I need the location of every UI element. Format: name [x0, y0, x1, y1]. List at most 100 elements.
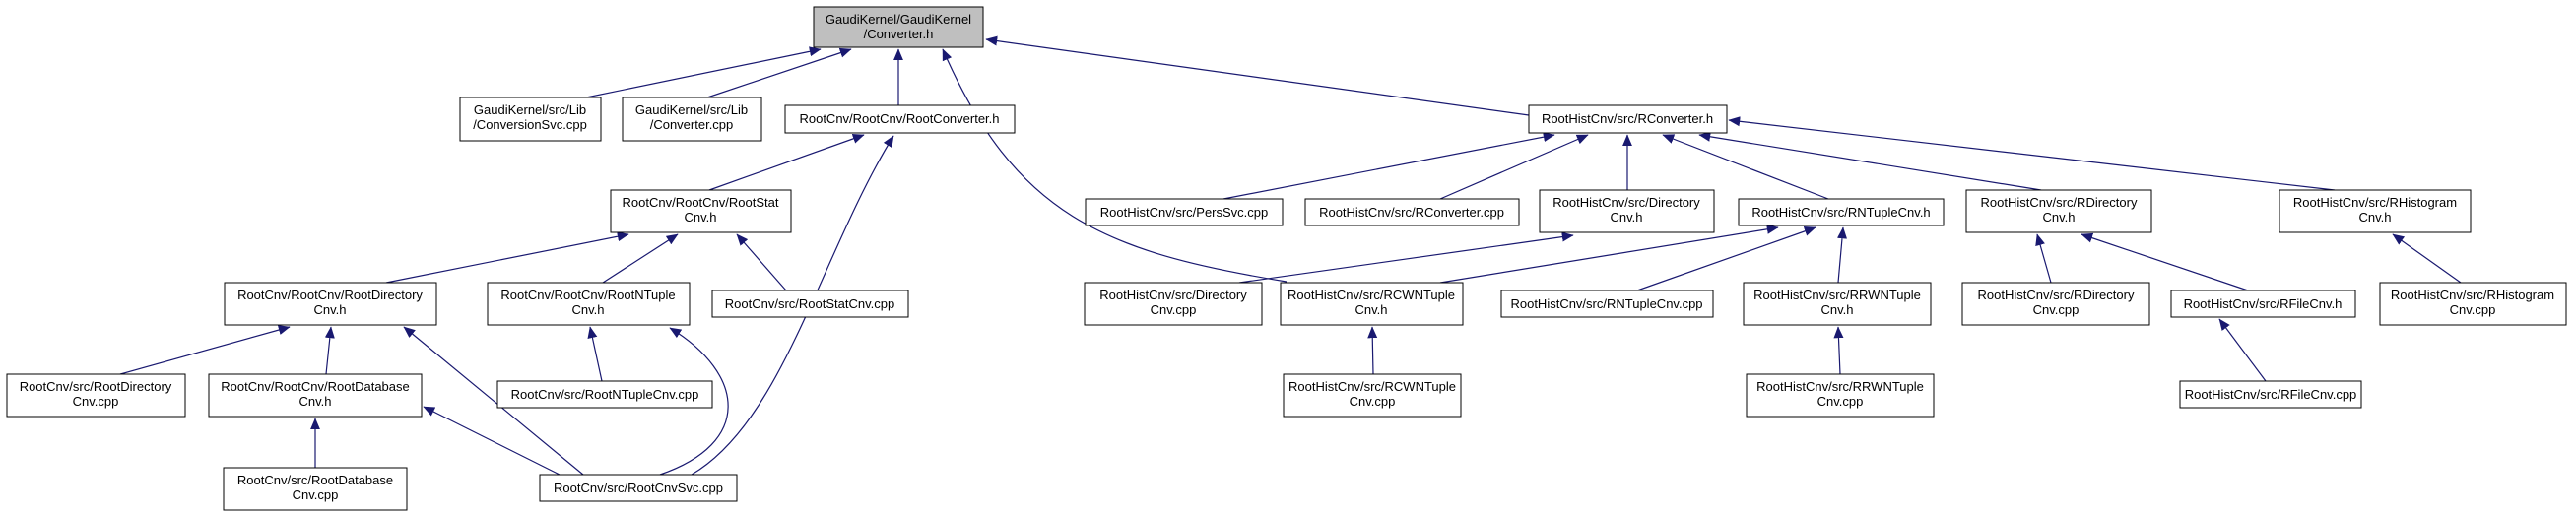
- node-rootntuplecnv-cpp[interactable]: RootCnv/src/RootNTupleCnv.cpp: [496, 380, 713, 409]
- svg-text:RootCnv/src/RootCnvSvc.cpp: RootCnv/src/RootCnvSvc.cpp: [554, 481, 723, 495]
- edge-rootntuplecnv_h--rootstatcnv_h: [602, 233, 679, 284]
- svg-text:Cnv.cpp: Cnv.cpp: [293, 487, 339, 502]
- svg-text:GaudiKernel/src/Lib: GaudiKernel/src/Lib: [635, 102, 748, 117]
- svg-text:RootHistCnv/src/RNTupleCnv.h: RootHistCnv/src/RNTupleCnv.h: [1751, 205, 1930, 220]
- svg-text:Cnv.cpp: Cnv.cpp: [2033, 302, 2080, 317]
- svg-text:Cnv.h: Cnv.h: [685, 210, 717, 225]
- node-rcwntuplecnv-h[interactable]: RootHistCnv/src/RCWNTuple Cnv.h: [1280, 282, 1464, 326]
- node-rootdirectorycnv-cpp[interactable]: RootCnv/src/RootDirectory Cnv.cpp: [6, 373, 186, 418]
- svg-text:RootHistCnv/src/RConverter.h: RootHistCnv/src/RConverter.h: [1542, 111, 1713, 126]
- node-directorycnv-cpp[interactable]: RootHistCnv/src/Directory Cnv.cpp: [1084, 282, 1263, 326]
- edge-rntuplecnv_h--rconverter_h: [1662, 134, 1829, 200]
- svg-text:RootHistCnv/src/RDirectory: RootHistCnv/src/RDirectory: [1981, 195, 2138, 210]
- edge-rootdirectorycnv_h--rootstatcnv_h: [385, 231, 629, 284]
- node-converter-h[interactable]: GaudiKernel/GaudiKernel /Converter.h: [813, 6, 984, 48]
- node-converter-cpp[interactable]: GaudiKernel/src/Lib /Converter.cpp: [622, 97, 762, 142]
- svg-text:Cnv.cpp: Cnv.cpp: [1350, 394, 1396, 409]
- node-rdirectorycnv-h[interactable]: RootHistCnv/src/RDirectory Cnv.h: [1965, 189, 2152, 233]
- node-rrwntuplecnv-h[interactable]: RootHistCnv/src/RRWNTuple Cnv.h: [1743, 282, 1932, 326]
- node-rfilecnv-h[interactable]: RootHistCnv/src/RFileCnv.h: [2170, 290, 2356, 318]
- node-rfilecnv-cpp[interactable]: RootHistCnv/src/RFileCnv.cpp: [2179, 380, 2362, 409]
- svg-text:GaudiKernel/src/Lib: GaudiKernel/src/Lib: [474, 102, 586, 117]
- node-rootdatabasecnv-cpp[interactable]: RootCnv/src/RootDatabase Cnv.cpp: [223, 467, 408, 511]
- edge-rrwntuplecnv_cpp--rrwntuplecnv_h: [1833, 326, 1844, 375]
- svg-text:RootCnv/RootCnv/RootConverter.: RootCnv/RootCnv/RootConverter.h: [799, 111, 999, 126]
- node-rrwntuplecnv-cpp[interactable]: RootHistCnv/src/RRWNTuple Cnv.cpp: [1746, 373, 1935, 418]
- edge-rootcnvsvc_cpp--rootconverter_h: [691, 135, 894, 476]
- node-directorycnv-h[interactable]: RootHistCnv/src/Directory Cnv.h: [1539, 189, 1715, 233]
- svg-text:/Converter.h: /Converter.h: [864, 27, 934, 41]
- svg-text:RootHistCnv/src/Directory: RootHistCnv/src/Directory: [1552, 195, 1700, 210]
- edge-rootcnvsvc_cpp--rootdatabasecnv_h: [423, 406, 561, 476]
- node-rcwntuplecnv-cpp[interactable]: RootHistCnv/src/RCWNTuple Cnv.cpp: [1283, 373, 1462, 418]
- svg-text:RootCnv/RootCnv/RootDirectory: RootCnv/RootCnv/RootDirectory: [237, 288, 423, 302]
- svg-text:RootHistCnv/src/RRWNTuple: RootHistCnv/src/RRWNTuple: [1753, 288, 1921, 302]
- svg-text:RootCnv/RootCnv/RootStat: RootCnv/RootCnv/RootStat: [623, 195, 779, 210]
- edge-rdirectorycnv_cpp--rdirectorycnv_h: [2035, 233, 2052, 284]
- edge-rootcnvsvc_cpp--rootntuplecnv_h: [659, 327, 729, 476]
- edge-rootstatcnv_cpp--rootstatcnv_h: [736, 233, 787, 291]
- svg-text:RootCnv/src/RootNTupleCnv.cpp: RootCnv/src/RootNTupleCnv.cpp: [511, 387, 699, 402]
- edge-rootdatabasecnv_h--rootdirectorycnv_h: [324, 326, 335, 375]
- edge-rcwntuplecnv_h--rntuplecnv_h: [1439, 224, 1779, 284]
- svg-text:RootHistCnv/src/PersSvc.cpp: RootHistCnv/src/PersSvc.cpp: [1100, 205, 1269, 220]
- edge-rcwntuplecnv_h--converter_h: [942, 48, 1288, 283]
- svg-text:Cnv.h: Cnv.h: [572, 302, 605, 317]
- svg-text:RootCnv/src/RootDatabase: RootCnv/src/RootDatabase: [237, 473, 393, 487]
- svg-text:Cnv.h: Cnv.h: [1355, 302, 1388, 317]
- node-rntuplecnv-h[interactable]: RootHistCnv/src/RNTupleCnv.h: [1738, 198, 1945, 226]
- node-rhistogramcnv-h[interactable]: RootHistCnv/src/RHistogram Cnv.h: [2279, 189, 2472, 233]
- node-rootstatcnv-cpp[interactable]: RootCnv/src/RootStatCnv.cpp: [711, 290, 909, 318]
- edge-conversionsvc_cpp--converter_h: [585, 46, 822, 98]
- edge-rhistogramcnv_h--rconverter_h: [1728, 116, 2336, 191]
- node-rconverter-cpp[interactable]: RootHistCnv/src/RConverter.cpp: [1304, 198, 1520, 226]
- svg-text:Cnv.cpp: Cnv.cpp: [73, 394, 119, 409]
- svg-text:Cnv.h: Cnv.h: [1821, 302, 1854, 317]
- edge-directorycnv_cpp--directorycnv_h: [1238, 231, 1574, 284]
- node-perssvc-cpp[interactable]: RootHistCnv/src/PersSvc.cpp: [1085, 198, 1284, 226]
- node-rntuplecnv-cpp[interactable]: RootHistCnv/src/RNTupleCnv.cpp: [1500, 290, 1714, 318]
- node-rootntuplecnv-h[interactable]: RootCnv/RootCnv/RootNTuple Cnv.h: [487, 282, 691, 326]
- svg-text:RootCnv/src/RootStatCnv.cpp: RootCnv/src/RootStatCnv.cpp: [725, 296, 894, 311]
- svg-text:RootCnv/RootCnv/RootDatabase: RootCnv/RootCnv/RootDatabase: [221, 379, 410, 394]
- svg-text:RootCnv/src/RootDirectory: RootCnv/src/RootDirectory: [20, 379, 172, 394]
- svg-text:Cnv.h: Cnv.h: [299, 394, 332, 409]
- node-rootcnvsvc-cpp[interactable]: RootCnv/src/RootCnvSvc.cpp: [539, 474, 738, 502]
- edges: [119, 35, 2462, 476]
- svg-text:RootHistCnv/src/RNTupleCnv.cpp: RootHistCnv/src/RNTupleCnv.cpp: [1510, 296, 1702, 311]
- svg-text:RootHistCnv/src/RFileCnv.cpp: RootHistCnv/src/RFileCnv.cpp: [2185, 387, 2357, 402]
- svg-text:Cnv.cpp: Cnv.cpp: [1817, 394, 1864, 409]
- svg-text:/ConversionSvc.cpp: /ConversionSvc.cpp: [473, 117, 587, 132]
- node-conversionsvc-cpp[interactable]: GaudiKernel/src/Lib /ConversionSvc.cpp: [459, 97, 602, 142]
- edge-rconverter_cpp--rconverter_h: [1439, 134, 1589, 200]
- node-rootconverter-h[interactable]: RootCnv/RootCnv/RootConverter.h: [784, 104, 1016, 134]
- node-rconverter-h[interactable]: RootHistCnv/src/RConverter.h: [1528, 104, 1728, 134]
- svg-text:RootHistCnv/src/RCWNTuple: RootHistCnv/src/RCWNTuple: [1288, 379, 1456, 394]
- edge-converter_cpp--converter_h: [706, 47, 852, 98]
- edge-rconverter_h--converter_h: [985, 35, 1530, 116]
- edge-rfilecnv_cpp--rfilecnv_h: [2218, 318, 2267, 382]
- edge-rfilecnv_h--rdirectorycnv_h: [2081, 232, 2249, 291]
- edge-rootdirectorycnv_cpp--rootdirectorycnv_h: [119, 325, 291, 375]
- svg-text:RootCnv/RootCnv/RootNTuple: RootCnv/RootCnv/RootNTuple: [500, 288, 675, 302]
- edge-rootntuplecnv_cpp--rootntuplecnv_h: [587, 326, 603, 382]
- edge-rdirectorycnv_h--rconverter_h: [1698, 131, 2042, 191]
- node-rhistogramcnv-cpp[interactable]: RootHistCnv/src/RHistogram Cnv.cpp: [2379, 282, 2567, 326]
- svg-text:Cnv.h: Cnv.h: [1611, 210, 1643, 225]
- svg-text:RootHistCnv/src/Directory: RootHistCnv/src/Directory: [1099, 288, 1247, 302]
- svg-text:Cnv.h: Cnv.h: [2043, 210, 2076, 225]
- node-rootdatabasecnv-h[interactable]: RootCnv/RootCnv/RootDatabase Cnv.h: [208, 373, 423, 418]
- svg-text:Cnv.cpp: Cnv.cpp: [1151, 302, 1197, 317]
- svg-text:Cnv.h: Cnv.h: [2359, 210, 2392, 225]
- svg-text:RootHistCnv/src/RHistogram: RootHistCnv/src/RHistogram: [2391, 288, 2554, 302]
- node-rootstatcnv-h[interactable]: RootCnv/RootCnv/RootStat Cnv.h: [610, 189, 792, 233]
- svg-text:/Converter.cpp: /Converter.cpp: [650, 117, 734, 132]
- svg-text:Cnv.cpp: Cnv.cpp: [2450, 302, 2496, 317]
- svg-text:RootHistCnv/src/RConverter.cpp: RootHistCnv/src/RConverter.cpp: [1319, 205, 1504, 220]
- svg-text:RootHistCnv/src/RRWNTuple: RootHistCnv/src/RRWNTuple: [1756, 379, 1924, 394]
- svg-text:RootHistCnv/src/RFileCnv.h: RootHistCnv/src/RFileCnv.h: [2184, 296, 2343, 311]
- edge-rcwntuplecnv_cpp--rcwntuplecnv_h: [1367, 326, 1378, 375]
- node-rdirectorycnv-cpp[interactable]: RootHistCnv/src/RDirectory Cnv.cpp: [1961, 282, 2150, 326]
- node-rootdirectorycnv-h[interactable]: RootCnv/RootCnv/RootDirectory Cnv.h: [224, 282, 437, 326]
